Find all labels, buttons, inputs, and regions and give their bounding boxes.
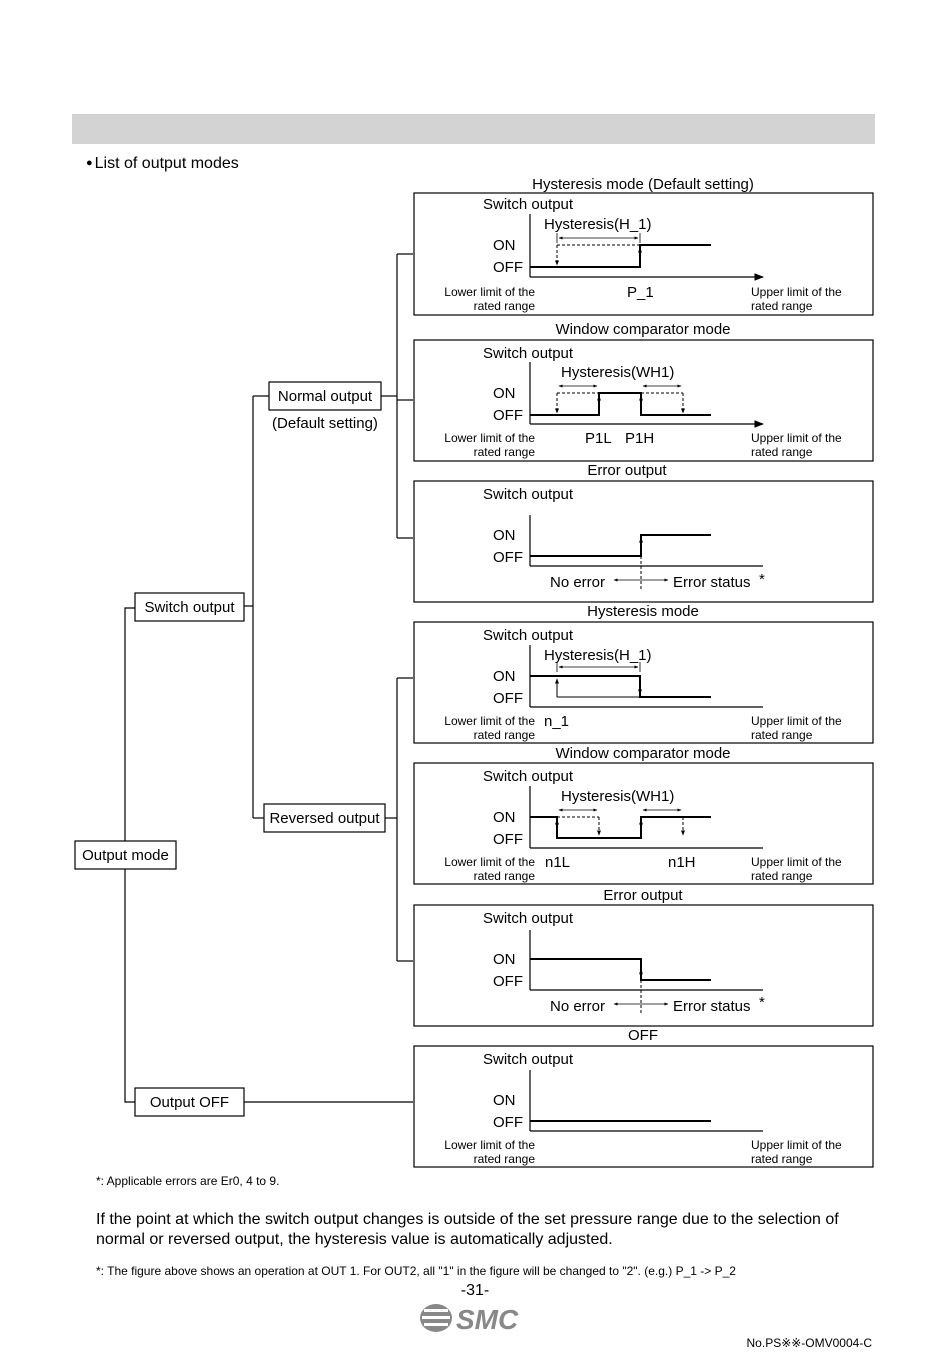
panel-window-normal: Window comparator mode Switch output ON …	[413, 321, 874, 462]
on-label: ON	[493, 385, 516, 402]
switch-output-axis-label: Switch output	[483, 627, 574, 644]
error-status-label: Error status	[673, 998, 751, 1015]
tree-node-output-off: Output OFF	[134, 1087, 245, 1117]
tree-node-output-mode: Output mode	[74, 840, 177, 870]
switch-output-axis-label: Switch output	[483, 196, 574, 213]
upper-limit-label-2: rated range	[751, 445, 813, 459]
switch-output-axis-label: Switch output	[483, 345, 574, 362]
lower-limit-label-2: rated range	[474, 869, 536, 883]
off-label: OFF	[493, 259, 523, 276]
upper-limit-label: Upper limit of the	[751, 855, 842, 869]
smc-logo: SMC	[420, 1304, 519, 1335]
on-label: ON	[493, 809, 516, 826]
tree-node-reversed-output: Reversed output	[263, 803, 386, 833]
paragraph-hysteresis-note: If the point at which the switch output …	[96, 1211, 839, 1248]
upper-limit-label: Upper limit of the	[751, 431, 842, 445]
output-off-label: Output OFF	[150, 1094, 229, 1111]
lower-limit-label: Lower limit of the	[444, 431, 535, 445]
no-error-label: No error	[550, 574, 605, 591]
panel-error-normal: Error output Switch output ON OFF No err…	[413, 462, 874, 603]
hysteresis-label: Hysteresis(H_1)	[544, 216, 652, 233]
normal-output-label: Normal output	[278, 388, 373, 405]
smc-logo-mark-icon	[420, 1304, 452, 1332]
off-label: OFF	[493, 407, 523, 424]
footnote-errors: *: Applicable errors are Er0, 4 to 9.	[96, 1174, 280, 1188]
off-label: OFF	[493, 973, 523, 990]
panel-title: Hysteresis mode	[587, 603, 699, 620]
hysteresis-label: Hysteresis(H_1)	[544, 647, 652, 664]
panel-error-reversed: Error output Switch output ON OFF No err…	[413, 887, 874, 1027]
asterisk-mark: *	[759, 571, 765, 588]
upper-limit-label-2: rated range	[751, 299, 813, 313]
setpoint-high-label: n1H	[668, 854, 696, 871]
on-label: ON	[493, 527, 516, 544]
upper-limit-label-2: rated range	[751, 1152, 813, 1166]
upper-limit-label: Upper limit of the	[751, 1138, 842, 1152]
tree-node-normal-output: Normal output (Default setting)	[268, 381, 382, 432]
lower-limit-label-2: rated range	[474, 299, 536, 313]
normal-output-default-label: (Default setting)	[272, 415, 378, 432]
on-label: ON	[493, 237, 516, 254]
on-label: ON	[493, 668, 516, 685]
hysteresis-label: Hysteresis(WH1)	[561, 788, 674, 805]
heading-text: List of output modes	[94, 155, 239, 172]
panel-hysteresis-reversed: Hysteresis mode Switch output ON OFF Hys…	[413, 603, 874, 744]
setpoint-label: n_1	[544, 713, 569, 730]
switch-output-axis-label: Switch output	[483, 768, 574, 785]
bullet-icon: ●	[86, 157, 93, 169]
lower-limit-label-2: rated range	[474, 728, 536, 742]
error-status-label: Error status	[673, 574, 751, 591]
panel-title: Window comparator mode	[555, 321, 730, 338]
reversed-output-label: Reversed output	[269, 810, 380, 827]
on-label: ON	[493, 1092, 516, 1109]
output-mode-label: Output mode	[82, 847, 169, 864]
off-label: OFF	[493, 1114, 523, 1131]
panel-title: Window comparator mode	[555, 745, 730, 762]
off-label: OFF	[493, 831, 523, 848]
panel-title: Error output	[587, 462, 667, 479]
lower-limit-label: Lower limit of the	[444, 855, 535, 869]
panel-hysteresis-normal: Hysteresis mode (Default setting) Switch…	[413, 176, 874, 316]
lower-limit-label-2: rated range	[474, 1152, 536, 1166]
panel-output-off: OFF Switch output ON OFF Lower limit of …	[413, 1027, 874, 1168]
panel-title: OFF	[628, 1027, 658, 1044]
footnote-out2: *: The figure above shows an operation a…	[96, 1264, 736, 1278]
upper-limit-label: Upper limit of the	[751, 714, 842, 728]
upper-limit-label: Upper limit of the	[751, 285, 842, 299]
upper-limit-label-2: rated range	[751, 869, 813, 883]
document-number: No.PS※※-OMV0004-C	[746, 1336, 872, 1350]
switch-output-axis-label: Switch output	[483, 1051, 574, 1068]
lower-limit-label-2: rated range	[474, 445, 536, 459]
setpoint-low-label: P1L	[585, 430, 612, 447]
asterisk-mark: *	[759, 994, 765, 1011]
tree-node-switch-output: Switch output	[134, 592, 245, 622]
panel-title: Hysteresis mode (Default setting)	[532, 176, 754, 193]
no-error-label: No error	[550, 998, 605, 1015]
smc-logo-text: SMC	[456, 1304, 519, 1335]
off-label: OFF	[493, 690, 523, 707]
panel-title: Error output	[603, 887, 683, 904]
section-heading: ●List of output modes	[86, 155, 239, 173]
tree-connectors	[124, 253, 413, 1103]
lower-limit-label: Lower limit of the	[444, 1138, 535, 1152]
page-number: -31-	[460, 1282, 490, 1299]
off-label: OFF	[493, 549, 523, 566]
setpoint-low-label: n1L	[545, 854, 570, 871]
lower-limit-label: Lower limit of the	[444, 285, 535, 299]
setpoint-label: P_1	[627, 284, 654, 301]
panel-window-reversed: Window comparator mode Switch output ON …	[413, 745, 874, 885]
upper-limit-label-2: rated range	[751, 728, 813, 742]
hysteresis-label: Hysteresis(WH1)	[561, 364, 674, 381]
lower-limit-label: Lower limit of the	[444, 714, 535, 728]
switch-output-label: Switch output	[144, 599, 235, 616]
switch-output-axis-label: Switch output	[483, 910, 574, 927]
switch-output-axis-label: Switch output	[483, 486, 574, 503]
on-label: ON	[493, 951, 516, 968]
setpoint-high-label: P1H	[625, 430, 654, 447]
section-header-bar	[72, 114, 875, 144]
